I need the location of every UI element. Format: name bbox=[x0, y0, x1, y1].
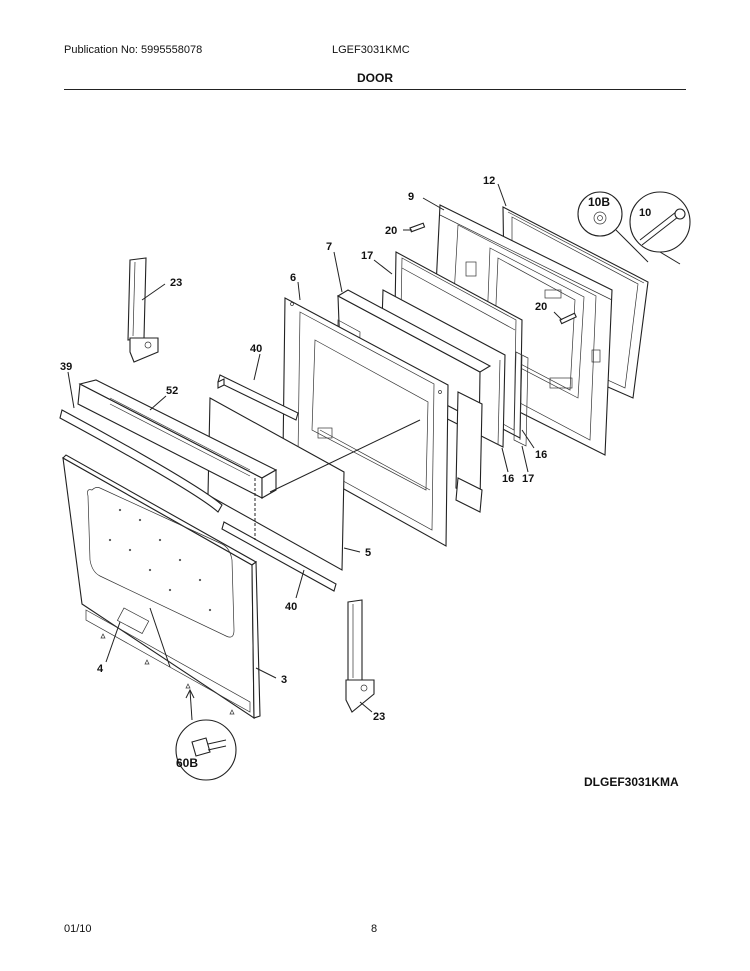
callout-10b: 10B bbox=[588, 195, 610, 209]
callout-23-upper: 23 bbox=[170, 277, 182, 289]
callout-5: 5 bbox=[365, 547, 371, 559]
part-6-inner-door-frame bbox=[282, 297, 449, 547]
callout-60b: 60B bbox=[176, 756, 198, 770]
callout-23-lower: 23 bbox=[373, 711, 385, 723]
callout-52: 52 bbox=[166, 385, 178, 397]
callout-20-lower: 20 bbox=[535, 301, 547, 313]
part-52-top-trim bbox=[77, 379, 278, 499]
part-40-glass-retainer-lower bbox=[221, 521, 337, 592]
callout-17-upper: 17 bbox=[361, 250, 373, 262]
bubble-60b bbox=[175, 688, 237, 781]
section-title: DOOR bbox=[357, 71, 393, 85]
publication-number: Publication No: 5995558078 bbox=[64, 44, 203, 56]
callout-10: 10 bbox=[639, 207, 651, 219]
part-20-screw-lower bbox=[559, 312, 577, 325]
part-20-screw-upper bbox=[409, 222, 426, 233]
callout-9: 9 bbox=[408, 191, 414, 203]
callout-20-upper: 20 bbox=[385, 225, 397, 237]
model-number: LGEF3031KMC bbox=[332, 44, 410, 56]
callout-3: 3 bbox=[281, 674, 287, 686]
callout-40-lower: 40 bbox=[285, 601, 297, 613]
footer-page-number: 8 bbox=[371, 923, 378, 935]
part-39-door-handle bbox=[59, 409, 223, 513]
footer-date: 01/10 bbox=[64, 923, 92, 935]
window-speckle bbox=[108, 508, 212, 612]
callout-39: 39 bbox=[60, 361, 72, 373]
callout-16-right: 16 bbox=[535, 449, 547, 461]
part-3-outer-door-panel bbox=[62, 454, 261, 720]
callout-40-upper: 40 bbox=[250, 343, 262, 355]
screw-holes bbox=[100, 633, 235, 715]
bubble-10 bbox=[629, 191, 691, 265]
part-40-glass-retainer-upper bbox=[217, 374, 299, 421]
drawing-code: DLGEF3031KMA bbox=[584, 775, 679, 789]
callout-16-lower: 16 bbox=[502, 473, 514, 485]
callout-6: 6 bbox=[290, 272, 296, 284]
part-4-door-bottom-vent bbox=[85, 609, 251, 713]
bubble-10b bbox=[577, 191, 649, 263]
callout-7: 7 bbox=[326, 241, 332, 253]
header-rule bbox=[64, 89, 686, 90]
part-23-hinge-upper bbox=[127, 257, 159, 363]
callout-4: 4 bbox=[97, 663, 104, 675]
part-23-hinge-lower bbox=[345, 599, 375, 713]
leader-lines bbox=[67, 183, 563, 713]
callout-17-lower: 17 bbox=[522, 473, 534, 485]
callout-12: 12 bbox=[483, 175, 495, 187]
